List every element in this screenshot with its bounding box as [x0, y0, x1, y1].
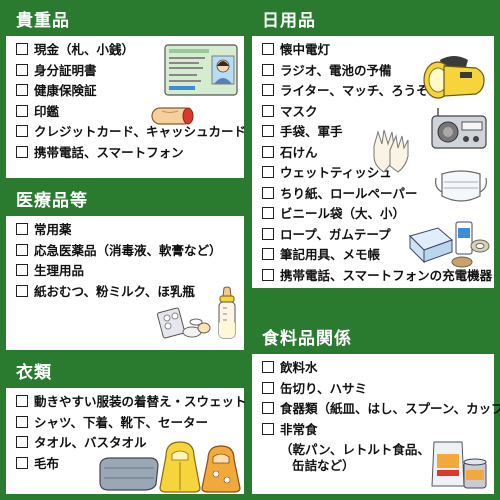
checkbox[interactable] — [16, 43, 28, 55]
checklist-item[interactable]: 応急医薬品（消毒液、軟膏など） — [16, 243, 244, 264]
checklist-daily: 懐中電灯 ラジオ、電池の予備 ライター、マッチ、ろうそく マスク 手袋、軍手 石… — [252, 36, 494, 288]
checklist-item[interactable]: ロープ、ガムテープ — [262, 227, 494, 248]
checkbox[interactable] — [16, 415, 28, 428]
checklist-item[interactable]: ライター、マッチ、ろうそく — [262, 83, 494, 104]
checklist-item[interactable]: 印鑑 — [16, 104, 244, 125]
checklist-item[interactable]: クレジットカード、キャッシュカード — [16, 124, 246, 145]
checklist-item[interactable]: 紙おむつ、粉ミルク、ほ乳瓶 — [16, 284, 244, 305]
baby-bottle-icon — [218, 286, 236, 339]
section-title-medical: 医療品等 — [6, 186, 244, 216]
checkbox[interactable] — [16, 63, 28, 76]
section-food: 食料品関係 飲料水 缶切り、ハサミ 食器類（紙皿、はし、スプーン、カップ） 非常… — [252, 324, 500, 494]
checklist-item-note: （乾パン、レトルト食品、 — [280, 442, 430, 457]
checklist-item[interactable]: 生理用品 — [16, 263, 244, 284]
checkbox[interactable] — [262, 402, 274, 414]
id-card-icon — [164, 44, 238, 96]
gloves-icon — [373, 129, 409, 173]
checkbox[interactable] — [16, 145, 28, 158]
checkbox[interactable] — [262, 227, 274, 240]
checkbox[interactable] — [262, 125, 274, 137]
section-daily: 日用品 懐中電灯 ラジオ、電池の予備 ライター、マッチ、ろうそく マスク 手袋、… — [252, 6, 494, 288]
radio-icon — [431, 108, 487, 149]
checklist-item[interactable]: 携帯電話、スマートフォンの充電機器 — [262, 268, 494, 289]
raincoat-orange-icon — [201, 445, 241, 493]
section-title-valuables: 貴重品 — [6, 6, 244, 36]
checklist-medical: 常用薬 応急医薬品（消毒液、軟膏など） 生理用品 紙おむつ、粉ミルク、ほ乳瓶 — [6, 216, 244, 304]
checklist-item[interactable]: 缶切り、ハサミ — [262, 381, 494, 402]
checkbox[interactable] — [262, 268, 274, 281]
checkbox[interactable] — [16, 264, 28, 276]
checklist-item[interactable]: ウェットティッシュ — [262, 165, 494, 186]
checklist-valuables: 現金（札、小銭） 身分証明書 健康保険証 印鑑 クレジットカード、キャッシュカー… — [6, 36, 246, 166]
seal-stamp-icon — [151, 107, 194, 125]
checkbox[interactable] — [16, 84, 28, 96]
checklist-item[interactable]: 常用薬 — [16, 222, 244, 243]
section-title-clothing: 衣類 — [6, 358, 244, 388]
checkbox[interactable] — [262, 422, 274, 435]
checklist-item[interactable]: 飲料水 — [262, 360, 494, 381]
medicine-pills-icon — [156, 307, 211, 339]
checkbox[interactable] — [262, 361, 274, 373]
checkbox[interactable] — [16, 125, 28, 137]
checkbox[interactable] — [262, 186, 274, 199]
checklist-item[interactable]: シャツ、下着、靴下、セーター — [16, 415, 244, 436]
checklist-item[interactable]: 筆記用具、メモ帳 — [262, 247, 494, 268]
checkbox[interactable] — [16, 284, 28, 297]
checklist-item[interactable]: 健康保険証 — [16, 83, 244, 104]
checklist-item[interactable]: 手袋、軍手 — [262, 124, 494, 145]
checkbox[interactable] — [262, 207, 274, 219]
checkbox[interactable] — [16, 104, 28, 117]
checklist-item[interactable]: 石けん — [262, 145, 494, 166]
checklist-item[interactable]: 身分証明書 — [16, 63, 244, 84]
checklist-item[interactable]: ビニール袋（大、小） — [262, 206, 494, 227]
emergency-food-icon — [431, 441, 487, 489]
checkbox[interactable] — [262, 43, 274, 55]
section-clothing: 衣類 動きやすい服装の着替え・スウェット シャツ、下着、靴下、セーター タオル、… — [6, 358, 247, 494]
checkbox[interactable] — [262, 166, 274, 178]
checkbox[interactable] — [16, 436, 28, 448]
checklist-item-note: 缶詰など） — [292, 458, 355, 473]
checkbox[interactable] — [262, 381, 274, 394]
blanket-icon — [99, 457, 159, 491]
checklist-item[interactable]: タオル、バスタオル — [16, 435, 244, 456]
section-title-daily: 日用品 — [252, 6, 494, 36]
checklist-item[interactable]: 現金（札、小銭） — [16, 42, 244, 63]
checklist-clothing: 動きやすい服装の着替え・スウェット シャツ、下着、靴下、セーター タオル、バスタ… — [6, 388, 247, 477]
flashlight-icon — [423, 56, 485, 99]
tissue-and-tape-icon — [409, 221, 490, 268]
checkbox[interactable] — [262, 145, 274, 158]
checklist-item[interactable]: ラジオ、電池の予備 — [262, 63, 494, 84]
checklist-item[interactable]: 食器類（紙皿、はし、スプーン、カップ） — [262, 401, 500, 422]
checklist-item[interactable]: ちり紙、ロールペーパー — [262, 186, 494, 207]
section-medical: 医療品等 常用薬 応急医薬品（消毒液、軟膏など） 生理用品 紙おむつ、粉ミルク、… — [6, 186, 244, 350]
checklist-item[interactable]: 携帯電話、スマートフォン — [16, 145, 244, 166]
checklist-food: 飲料水 缶切り、ハサミ 食器類（紙皿、はし、スプーン、カップ） 非常食 （乾パン… — [252, 354, 500, 474]
checkbox[interactable] — [16, 223, 28, 235]
checkbox[interactable] — [262, 104, 274, 117]
checkbox[interactable] — [262, 84, 274, 96]
checklist-item[interactable]: マスク — [262, 104, 494, 125]
checkbox[interactable] — [262, 248, 274, 260]
raincoat-yellow-icon — [159, 441, 201, 493]
checkbox[interactable] — [16, 243, 28, 256]
checklist-item[interactable]: 懐中電灯 — [262, 42, 494, 63]
checklist-item[interactable]: 非常食 — [262, 422, 494, 443]
section-title-food: 食料品関係 — [252, 324, 494, 354]
face-mask-icon — [435, 170, 487, 202]
checklist-item[interactable]: 毛布 — [16, 456, 244, 477]
section-valuables: 貴重品 現金（札、小銭） 身分証明書 健康保険証 印鑑 クレジットカード、キャッ… — [6, 6, 246, 178]
checkbox[interactable] — [262, 63, 274, 76]
checklist-item[interactable]: 動きやすい服装の着替え・スウェット — [16, 394, 247, 415]
checkbox[interactable] — [16, 395, 28, 407]
checkbox[interactable] — [16, 456, 28, 469]
